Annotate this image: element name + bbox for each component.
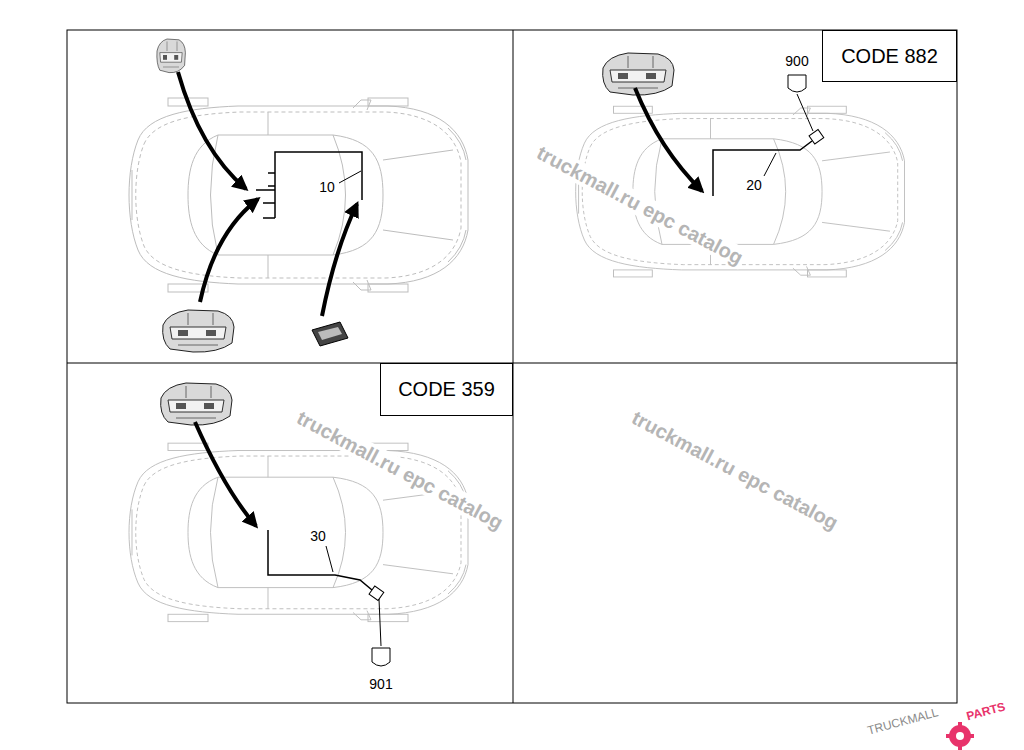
roof-console bbox=[163, 310, 234, 352]
roof-console bbox=[603, 53, 674, 95]
code-box: CODE 359 bbox=[380, 363, 513, 416]
harness-branch bbox=[256, 173, 275, 218]
harness-connector bbox=[369, 586, 384, 601]
pointer-arrow bbox=[322, 204, 357, 316]
logo-text: PARTS bbox=[963, 700, 1009, 724]
pointer-arrow bbox=[635, 88, 702, 191]
wiring-harness bbox=[268, 530, 372, 590]
logo-text: TRUCKMALL bbox=[864, 706, 941, 739]
watermark-text: truckmall.ru epc catalog bbox=[626, 405, 843, 534]
code-label: CODE 882 bbox=[841, 45, 938, 68]
leader-line bbox=[379, 599, 381, 646]
callout-number: 10 bbox=[317, 180, 337, 195]
code-box: CODE 882 bbox=[822, 30, 957, 82]
connector-symbol bbox=[788, 75, 806, 92]
car-outline bbox=[129, 98, 468, 292]
connector-symbol bbox=[372, 648, 390, 666]
callout-number: 20 bbox=[744, 178, 764, 193]
logo-gear bbox=[946, 722, 974, 750]
leader-line bbox=[797, 94, 813, 131]
pointer-arrow bbox=[178, 72, 246, 189]
harness-connector bbox=[809, 129, 824, 144]
code-label: CODE 359 bbox=[398, 378, 495, 401]
leader-line bbox=[339, 171, 361, 183]
lamp-unit bbox=[312, 322, 348, 346]
watermark-text: truckmall.ru epc catalog bbox=[291, 405, 508, 534]
callout-number: 30 bbox=[308, 529, 328, 544]
callout-number: 900 bbox=[783, 54, 810, 69]
wiring-harness bbox=[275, 152, 362, 218]
watermark-text: truckmall.ru epc catalog bbox=[531, 140, 748, 269]
leader-line bbox=[764, 153, 776, 176]
roof-console bbox=[161, 383, 232, 425]
leader-line bbox=[326, 546, 333, 572]
pointer-arrow bbox=[195, 422, 256, 526]
wiring-harness bbox=[713, 141, 812, 196]
courtesy-lamp bbox=[157, 39, 186, 73]
frame-border bbox=[67, 30, 957, 703]
callout-number: 901 bbox=[367, 677, 394, 692]
pointer-arrow bbox=[200, 199, 258, 302]
